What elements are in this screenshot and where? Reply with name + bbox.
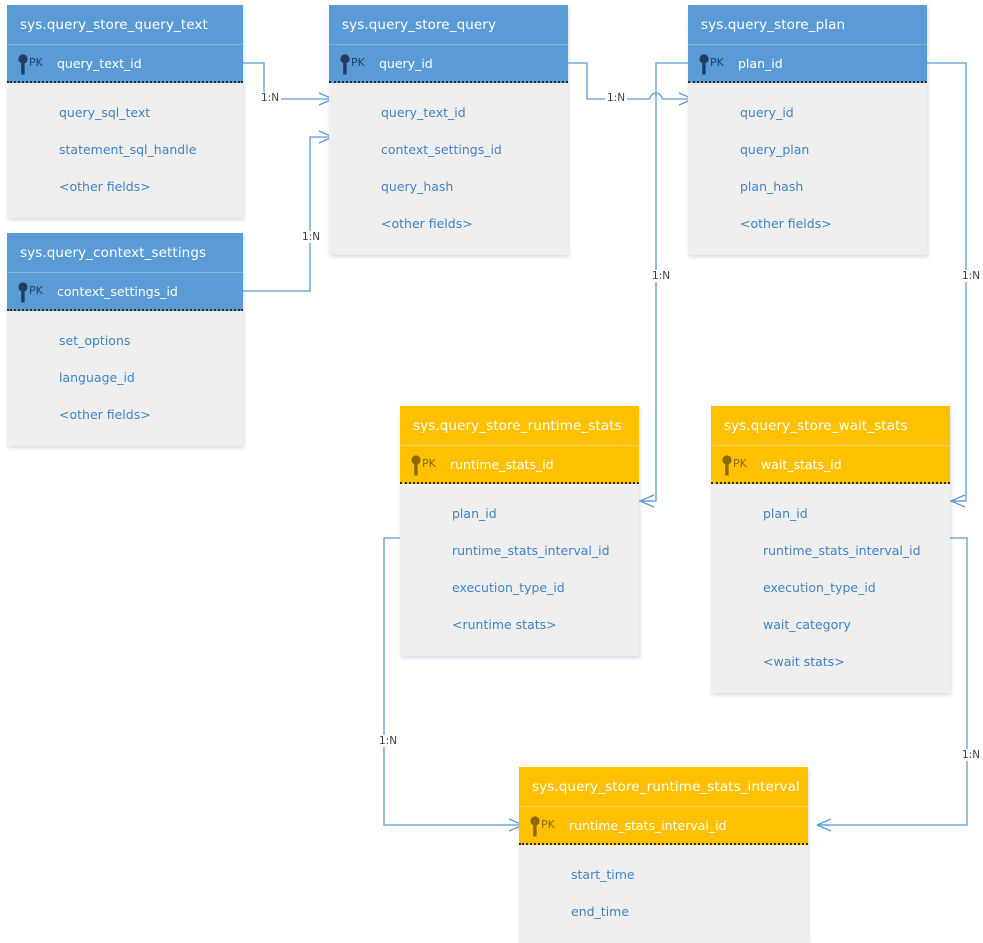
primary-key-row[interactable]: PK query_id [329, 45, 568, 83]
pk-tag: PK [733, 457, 747, 470]
entity-title: sys.query_context_settings [7, 233, 243, 273]
primary-key-row[interactable]: PK context_settings_id [7, 273, 243, 311]
connector-text-to-query [243, 62, 320, 100]
entity-query-store-plan[interactable]: sys.query_store_plan PK plan_id query_id… [688, 5, 927, 255]
key-icon [340, 54, 350, 75]
field-row: execution_type_id [763, 580, 876, 595]
entity-title: sys.query_store_query [329, 5, 568, 45]
field-row: <other fields> [59, 179, 151, 194]
cardinality-label: 1:N [259, 92, 282, 104]
key-icon [699, 54, 709, 75]
key-icon [18, 54, 28, 75]
cardinality-label: 1:N [650, 270, 673, 282]
entity-query-store-query-text[interactable]: sys.query_store_query_text PK query_text… [7, 5, 243, 218]
key-icon [18, 282, 28, 303]
pk-field-name: wait_stats_id [761, 457, 842, 472]
field-row: query_sql_text [59, 105, 151, 120]
connector-plan-to-runtime [639, 62, 688, 502]
field-row: <wait stats> [763, 654, 845, 669]
cardinality-label: 1:N [300, 231, 323, 243]
entity-title: sys.query_store_runtime_stats [400, 406, 639, 446]
field-row: <other fields> [381, 216, 473, 231]
pk-tag: PK [710, 56, 724, 69]
cardinality-label: 1:N [960, 749, 983, 761]
pk-field-name: context_settings_id [57, 284, 178, 299]
field-list: set_options language_id <other fields> [7, 311, 243, 446]
entity-query-store-query[interactable]: sys.query_store_query PK query_id query_… [329, 5, 568, 255]
pk-field-name: plan_id [738, 56, 783, 71]
key-icon [722, 455, 732, 476]
pk-field-name: query_id [379, 56, 433, 71]
field-row: <other fields> [740, 216, 832, 231]
field-row: query_text_id [381, 105, 466, 120]
cardinality-label: 1:N [377, 735, 400, 747]
entity-title: sys.query_store_plan [688, 5, 927, 45]
primary-key-row[interactable]: PK query_text_id [7, 45, 243, 83]
cardinality-label: 1:N [960, 270, 983, 282]
primary-key-row[interactable]: PK plan_id [688, 45, 927, 83]
field-row: runtime_stats_interval_id [452, 543, 610, 558]
entity-query-store-runtime-stats[interactable]: sys.query_store_runtime_stats PK runtime… [400, 406, 639, 656]
field-row: <other fields> [59, 407, 151, 422]
field-list: query_id query_plan plan_hash <other fie… [688, 83, 927, 255]
primary-key-row[interactable]: PK wait_stats_id [711, 446, 950, 484]
field-list: plan_id runtime_stats_interval_id execut… [400, 484, 639, 656]
primary-key-row[interactable]: PK runtime_stats_id [400, 446, 639, 484]
field-list: plan_id runtime_stats_interval_id execut… [711, 484, 950, 693]
cardinality-label: 1:N [605, 92, 628, 104]
key-icon [411, 455, 421, 476]
field-row: query_id [740, 105, 794, 120]
field-list: query_text_id context_settings_id query_… [329, 83, 568, 255]
pk-tag: PK [351, 56, 365, 69]
pk-tag: PK [29, 56, 43, 69]
field-list: query_sql_text statement_sql_handle <oth… [7, 83, 243, 218]
key-icon [530, 816, 540, 837]
field-row: query_plan [740, 142, 810, 157]
pk-tag: PK [422, 457, 436, 470]
field-row: plan_id [452, 506, 497, 521]
pk-tag: PK [29, 284, 43, 297]
pk-field-name: runtime_stats_id [450, 457, 554, 472]
field-row: context_settings_id [381, 142, 502, 157]
field-row: language_id [59, 370, 135, 385]
field-list: start_time end_time [519, 845, 808, 943]
field-row: <runtime stats> [452, 617, 557, 632]
primary-key-row[interactable]: PK runtime_stats_interval_id [519, 807, 808, 845]
entity-title: sys.query_store_query_text [7, 5, 243, 45]
field-row: execution_type_id [452, 580, 565, 595]
field-row: plan_id [763, 506, 808, 521]
entity-query-store-runtime-stats-interval[interactable]: sys.query_store_runtime_stats_interval P… [519, 767, 808, 943]
entity-query-store-wait-stats[interactable]: sys.query_store_wait_stats PK wait_stats… [711, 406, 950, 693]
entity-title: sys.query_store_wait_stats [711, 406, 950, 446]
pk-field-name: query_text_id [57, 56, 142, 71]
field-row: end_time [571, 904, 630, 919]
field-row: query_hash [381, 179, 454, 194]
entity-title: sys.query_store_runtime_stats_interval [519, 767, 808, 807]
entity-query-context-settings[interactable]: sys.query_context_settings PK context_se… [7, 233, 243, 446]
field-row: plan_hash [740, 179, 804, 194]
connector-context-to-query [243, 136, 320, 292]
field-row: statement_sql_handle [59, 142, 197, 157]
field-row: start_time [571, 867, 635, 882]
connector-query-to-plan-hop [649, 92, 663, 100]
pk-tag: PK [541, 818, 555, 831]
field-row: runtime_stats_interval_id [763, 543, 921, 558]
field-row: wait_category [763, 617, 851, 632]
field-row: set_options [59, 333, 131, 348]
pk-field-name: runtime_stats_interval_id [569, 818, 727, 833]
